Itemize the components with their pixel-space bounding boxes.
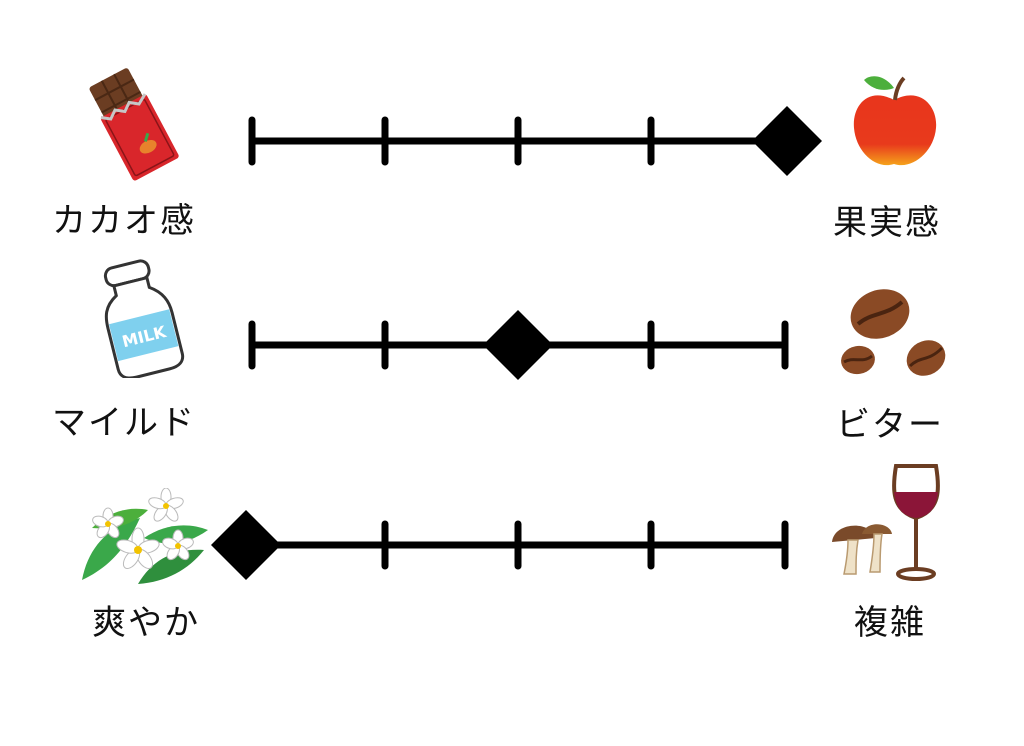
wine-and-mushrooms-icon <box>832 464 940 581</box>
position-marker <box>752 106 822 176</box>
right-label-complex: 複雑 <box>854 603 926 643</box>
slider-scale-3 <box>211 510 789 580</box>
milk-bottle-icon: MILK <box>103 259 185 378</box>
scale-row-1: カカオ感 果実感 <box>0 0 1024 243</box>
scale-row-3: 爽やか 複雑 <box>0 0 1024 643</box>
right-label-fruit: 果実感 <box>833 203 941 243</box>
white-flowers-icon <box>82 488 208 584</box>
left-label-mild: マイルド <box>52 403 196 443</box>
position-marker <box>483 310 553 380</box>
apple-icon <box>853 76 937 166</box>
left-label-fresh: 爽やか <box>92 603 200 643</box>
position-marker <box>211 510 281 580</box>
slider-scale-1 <box>248 106 822 176</box>
chocolate-bar-icon <box>89 68 179 181</box>
slider-scale-2 <box>248 310 789 380</box>
scale-row-2: MILK マイルド ビター <box>0 0 1024 445</box>
right-label-bitter: ビター <box>836 405 944 445</box>
coffee-beans-icon <box>841 289 946 376</box>
left-label-cacao: カカオ感 <box>52 201 196 241</box>
